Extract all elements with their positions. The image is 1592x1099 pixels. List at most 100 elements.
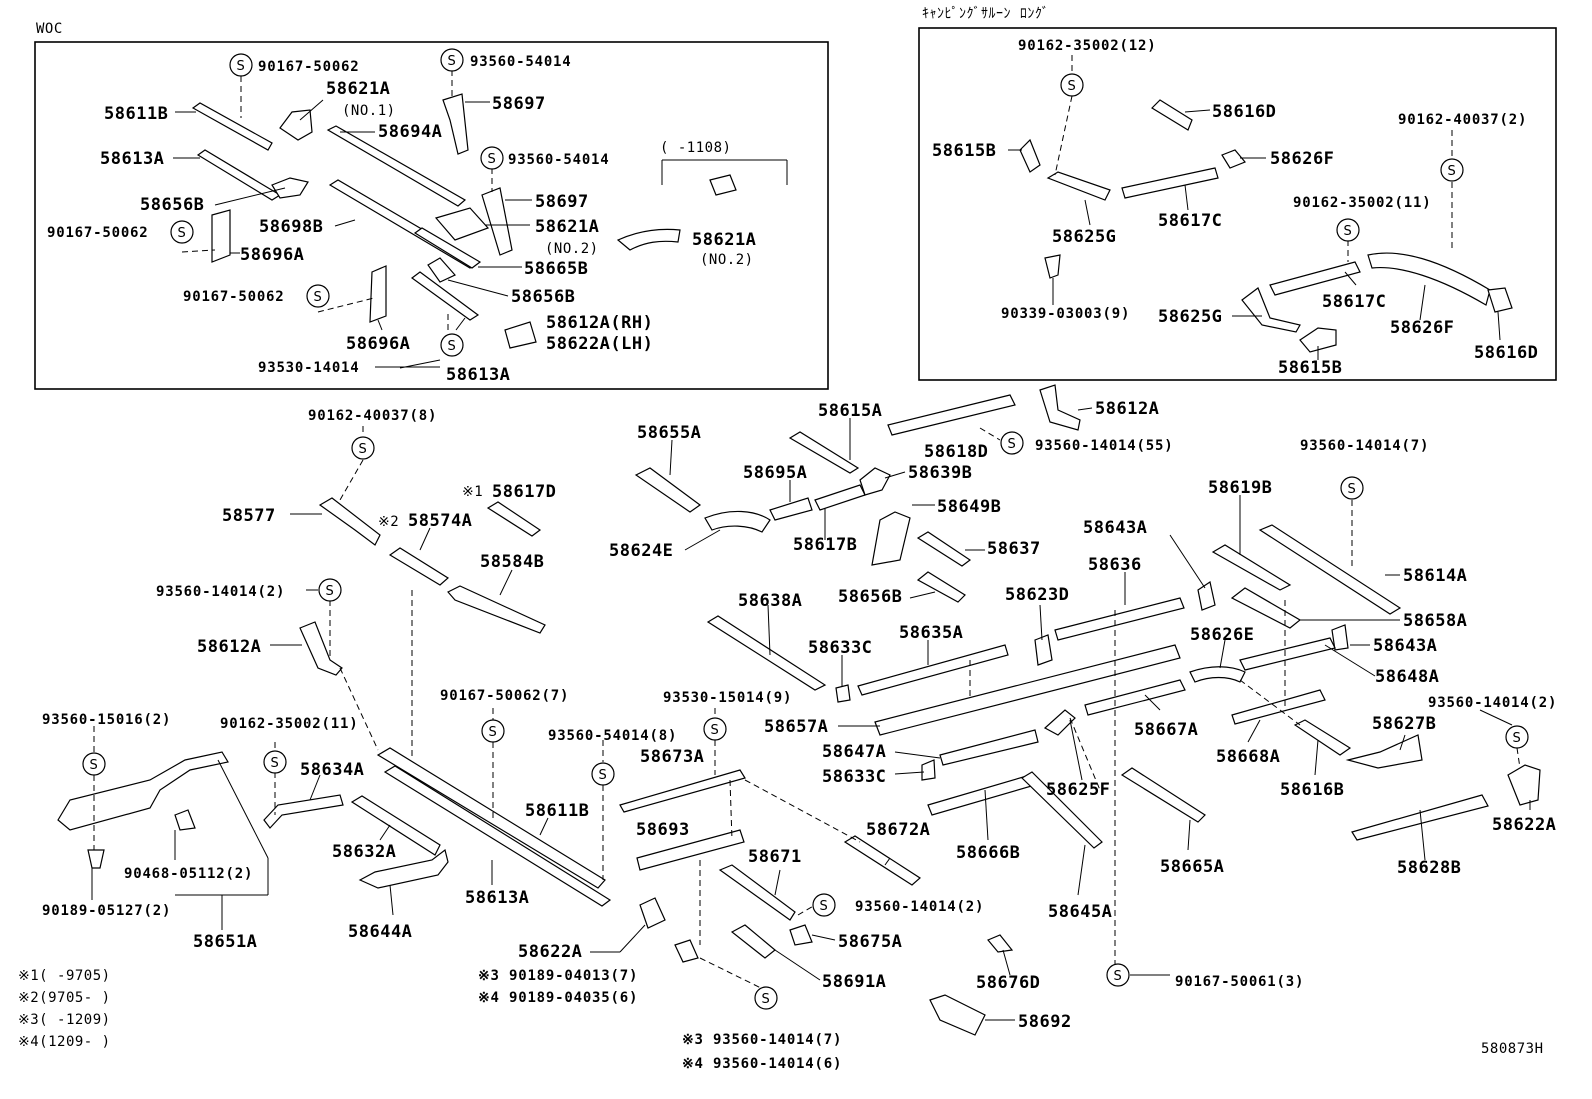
part-58691A[interactable] <box>730 924 776 959</box>
part-58625F[interactable] <box>1043 709 1076 736</box>
part-58633C-lower[interactable] <box>921 759 936 781</box>
part-58665B-woc[interactable] <box>413 227 482 269</box>
part-58626F-top[interactable] <box>1221 149 1246 169</box>
part-58627B[interactable] <box>1345 734 1423 769</box>
part-label: (NO.1) <box>342 103 396 119</box>
part-90339-03003[interactable] <box>1044 254 1061 279</box>
part-58643A-lower[interactable] <box>1331 624 1349 651</box>
part-58618D[interactable] <box>887 394 1016 436</box>
svg-text:S: S <box>1008 437 1016 452</box>
part-58692[interactable] <box>929 994 986 1036</box>
part-58695A[interactable] <box>769 497 813 521</box>
part-58617D[interactable] <box>486 501 542 537</box>
part-58623D[interactable] <box>1034 634 1053 666</box>
part-58635A[interactable] <box>857 644 1009 696</box>
part-58697-top[interactable] <box>442 93 469 155</box>
part-58636[interactable] <box>1054 597 1185 641</box>
part-58657A[interactable] <box>874 644 1181 736</box>
svg-text:S: S <box>1114 969 1122 984</box>
part-label: (NO.2) <box>700 252 754 268</box>
part-90189-04013[interactable] <box>674 939 699 963</box>
part-90189-05127[interactable] <box>87 849 105 869</box>
part-58696A-bottom[interactable] <box>369 265 387 323</box>
part-58697-mid[interactable] <box>481 187 513 256</box>
part-58655A[interactable] <box>634 467 702 513</box>
part-58612A-main[interactable] <box>299 621 343 676</box>
part-58639B[interactable] <box>859 467 891 496</box>
part-58638A[interactable] <box>706 615 827 691</box>
part-58617B[interactable] <box>814 484 866 511</box>
part-58694A[interactable] <box>326 125 467 207</box>
part-58693[interactable] <box>636 829 745 871</box>
part-label: 58619B <box>1208 478 1272 498</box>
part-58625G-bottom[interactable] <box>1241 287 1301 333</box>
part-58616D-top[interactable] <box>1151 99 1193 131</box>
part-58617C-top[interactable] <box>1121 167 1219 199</box>
part-58668A[interactable] <box>1231 689 1326 725</box>
part-58621A-no2[interactable] <box>434 207 490 241</box>
part-58671[interactable] <box>718 864 796 921</box>
part-58613A-woc-2[interactable] <box>410 271 480 321</box>
part-58656B-woc[interactable] <box>271 177 309 199</box>
part-58626E[interactable] <box>1189 666 1246 683</box>
part-58626F-bottom[interactable] <box>1367 252 1491 306</box>
part-58676D[interactable] <box>987 934 1014 953</box>
part-label: 58696A <box>346 334 410 354</box>
part-58615B-bottom[interactable] <box>1299 327 1337 353</box>
part-label: 58623D <box>1005 585 1069 605</box>
part-58656B-woc-2[interactable] <box>427 257 456 283</box>
part-58584B[interactable] <box>447 585 546 634</box>
part-58622A-right[interactable] <box>1507 764 1541 806</box>
part-58617C-bottom[interactable] <box>1269 261 1361 296</box>
part-58628B[interactable] <box>1351 794 1489 841</box>
part-58616D-bottom[interactable] <box>1487 287 1513 313</box>
part-58651A[interactable] <box>57 751 229 831</box>
part-label: 58667A <box>1134 720 1198 740</box>
part-label: 93560-14014(7) <box>1300 438 1429 454</box>
footnote: ※2(9705- ) <box>18 990 111 1006</box>
part-58665A[interactable] <box>1120 767 1206 823</box>
part-58615B-top[interactable] <box>1019 138 1041 173</box>
part-58675A[interactable] <box>789 924 813 946</box>
part-58612A-rh[interactable] <box>504 321 537 349</box>
part-58645A[interactable] <box>1021 771 1103 849</box>
part-58619B[interactable] <box>1211 544 1292 591</box>
s-circle-icon: S <box>1440 158 1464 182</box>
part-label: ※1 <box>462 484 483 500</box>
part-58616B[interactable] <box>1293 719 1352 756</box>
part-58612A-upper[interactable] <box>1039 384 1081 431</box>
part-58574A[interactable] <box>388 547 450 586</box>
part-58625G-top[interactable] <box>1046 171 1111 201</box>
part-58624E[interactable] <box>704 510 771 533</box>
part-58611B-main[interactable] <box>376 747 606 889</box>
part-58622A-main[interactable] <box>639 897 666 929</box>
part-58634A[interactable] <box>263 794 344 829</box>
part-58648A[interactable] <box>1239 637 1336 671</box>
part-58613A-main[interactable] <box>383 765 612 907</box>
part-58696A-top[interactable] <box>211 209 231 263</box>
part-58632A[interactable] <box>350 795 441 856</box>
part-58621A-no2-variant[interactable] <box>709 174 737 196</box>
part-58649B[interactable] <box>871 511 911 566</box>
part-label: 58675A <box>838 932 902 952</box>
part-90468-05112[interactable] <box>174 809 196 831</box>
part-label: 58617C <box>1158 211 1222 231</box>
part-58658A[interactable] <box>1230 587 1302 629</box>
part-58637[interactable] <box>916 531 972 567</box>
part-58666B[interactable] <box>927 774 1036 816</box>
part-58667A[interactable] <box>1084 679 1186 716</box>
part-58673A[interactable] <box>619 769 746 813</box>
part-58643A-upper[interactable] <box>1197 581 1216 611</box>
part-58611B-woc[interactable] <box>191 102 273 151</box>
part-58644A[interactable] <box>358 848 449 889</box>
part-58614A[interactable] <box>1258 524 1402 615</box>
part-label: 93530-15014(9) <box>663 690 792 706</box>
s-circle-icon: S <box>1340 476 1364 500</box>
part-58672A[interactable] <box>843 835 921 886</box>
part-58615A[interactable] <box>788 431 860 474</box>
part-58577[interactable] <box>318 497 381 546</box>
part-58656B-main[interactable] <box>916 571 966 603</box>
part-58621A-no1[interactable] <box>279 109 313 141</box>
part-58633C-upper[interactable] <box>835 684 851 703</box>
part-58647A[interactable] <box>939 729 1039 766</box>
